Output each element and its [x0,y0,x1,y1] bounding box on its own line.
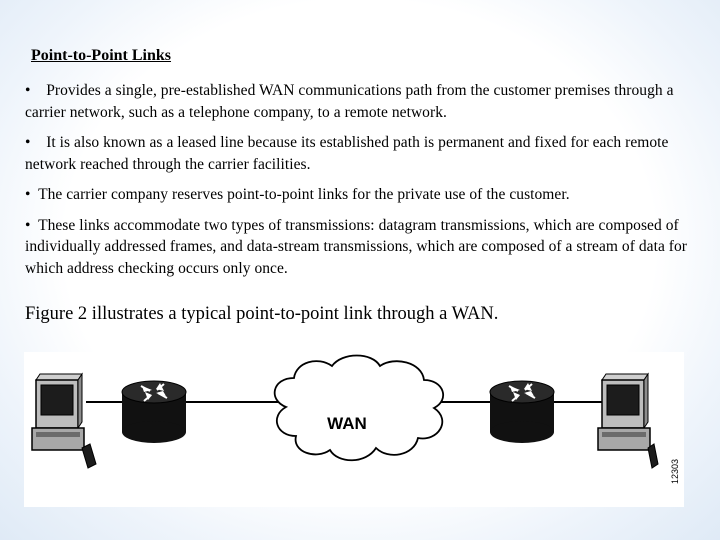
router-icon [121,380,187,443]
computer-terminal-icon [31,372,97,469]
bullet-marker: • [25,216,31,234]
bullet-text: It is also known as a leased line becaus… [25,134,669,173]
cloud-label: WAN [327,414,367,433]
figure-caption: Figure 2 illustrates a typical point-to-… [25,304,499,324]
wan-cloud-icon: WAN [273,354,445,462]
bullet-item: • Provides a single, pre-established WAN… [25,80,693,123]
computer-terminal-icon [597,372,659,469]
figure-id-label: 12303 [670,459,680,484]
bullet-text: The carrier company reserves point-to-po… [38,186,570,203]
bullet-marker: • [25,134,31,151]
bullet-item: • These links accommodate two types of t… [25,215,693,280]
bullet-item: • It is also known as a leased line beca… [25,132,693,175]
bullet-list: • Provides a single, pre-established WAN… [25,80,693,288]
bullet-text: Provides a single, pre-established WAN c… [25,82,674,121]
slide-title: Point-to-Point Links [31,47,172,64]
wan-diagram: WAN 12303 [24,352,684,507]
bullet-item: • The carrier company reserves point-to-… [25,184,693,206]
router-icon [489,380,555,443]
bullet-text: These links accommodate two types of tra… [25,216,688,277]
bullet-marker: • [25,186,31,203]
bullet-marker: • [25,82,31,99]
